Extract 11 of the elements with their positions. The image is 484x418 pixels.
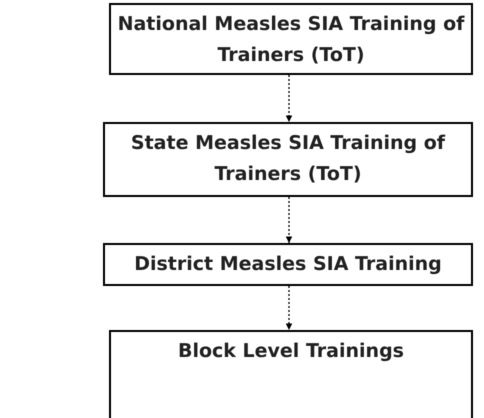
process-box (109, 3, 473, 75)
arrow (286, 75, 292, 122)
process-box (103, 122, 473, 197)
arrow (286, 286, 292, 330)
box-label: Block Level Trainings (178, 339, 404, 364)
process-box (103, 243, 473, 286)
process-box (109, 330, 473, 418)
arrow (286, 197, 292, 243)
box-label: National Measles SIA Training of Trainers (ToT) (116, 12, 466, 68)
box-label: District Measles SIA Training (134, 252, 442, 277)
box-label: State Measles SIA Training of Trainers (ToT) (130, 131, 446, 187)
